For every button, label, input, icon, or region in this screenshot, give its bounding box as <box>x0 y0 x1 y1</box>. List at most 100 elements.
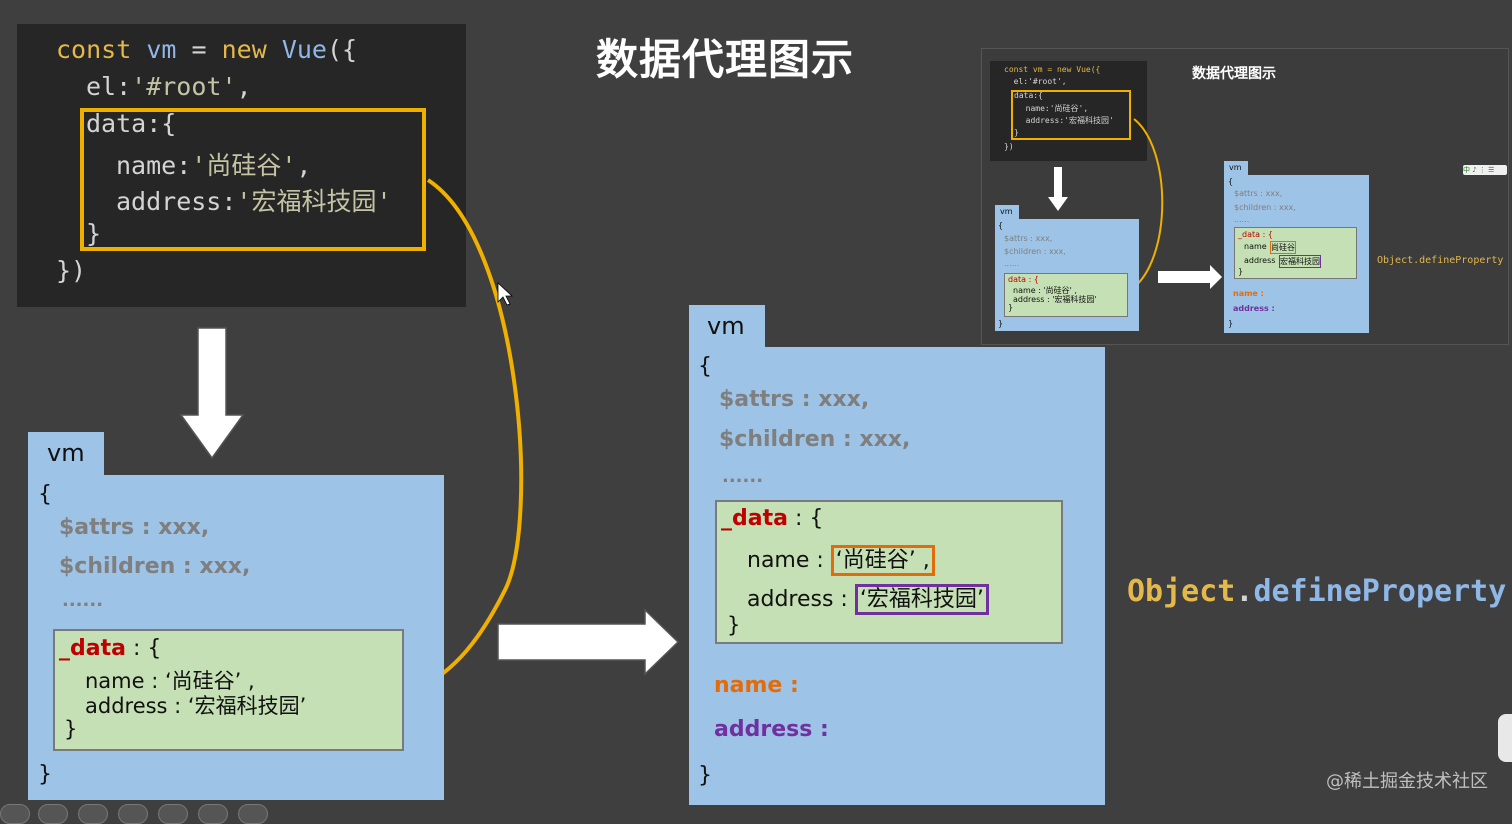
code-key: name: <box>116 151 192 180</box>
slide-dot[interactable] <box>0 804 30 824</box>
slide-dot[interactable] <box>118 804 148 824</box>
code-line-7: }) <box>56 256 87 285</box>
thumb-proxy-address: address : <box>1233 304 1275 313</box>
thumbnail-preview: const vm = new Vue({ el:'#root', data:{ … <box>981 48 1509 345</box>
watermark: @稀土掘金技术社区 <box>1326 771 1488 792</box>
vm-right-inner-close: } <box>727 613 741 637</box>
slide-dot[interactable] <box>78 804 108 824</box>
thumb-name-line: name : '尚硅谷' , <box>1013 286 1077 295</box>
cursor-icon <box>497 282 514 306</box>
code-operator: = <box>176 35 222 64</box>
vm-left-tab-label: vm <box>47 439 85 467</box>
proxy-address-label: address : <box>714 717 829 742</box>
thumb-vm-tab-label: vm <box>1000 207 1013 216</box>
address-key: address : <box>747 587 855 612</box>
data-key: _data <box>59 636 126 661</box>
data-highlight-box <box>80 108 426 251</box>
vm-left-data-box <box>53 629 404 751</box>
code-punct: , <box>236 72 252 101</box>
slide-dot[interactable] <box>158 804 188 824</box>
thumb-title: 数据代理图示 <box>1192 66 1276 82</box>
vm-left-children: $children : xxx, <box>59 554 251 579</box>
vm-right-attrs: $attrs : xxx, <box>719 387 870 412</box>
vm-right-tab-label: vm <box>707 312 745 340</box>
down-arrow-icon <box>179 327 245 460</box>
thumb-dots: ...... <box>1004 259 1020 268</box>
code-string: '尚硅谷' <box>191 151 297 180</box>
vm-right-data-box <box>715 500 1063 644</box>
thumb-address-val: 宏福科技园 <box>1279 255 1321 268</box>
thumb-inner-close: } <box>1238 267 1244 276</box>
vm-left-open-brace: { <box>38 482 52 507</box>
code-string: '#root' <box>131 72 237 101</box>
slide-dot[interactable] <box>38 804 68 824</box>
define-object: Object <box>1127 574 1236 609</box>
thumb-close: } <box>998 319 1004 328</box>
thumb-vm-right-tab: vm <box>1224 161 1248 175</box>
thumb-dots: ...... <box>1234 215 1250 224</box>
address-value-box: ‘宏福科技园’ <box>854 584 989 615</box>
code-key: el: <box>86 72 132 101</box>
code-keyword: new <box>221 35 267 64</box>
code-punct: , <box>296 151 312 180</box>
right-arrow-icon <box>497 608 680 676</box>
vm-left-address-line: address : ‘宏福科技园’ <box>85 694 307 718</box>
code-key: address: <box>116 187 237 216</box>
code-line-2: el:'#root', <box>86 72 252 101</box>
code-variable: vm <box>146 35 177 64</box>
code-line-4: name:'尚硅谷', <box>116 146 311 182</box>
thumb-address-key: address <box>1244 256 1276 265</box>
vm-left-name-line: name : ‘尚硅谷’ , <box>85 669 255 693</box>
code-line-3: data:{ <box>86 109 177 138</box>
thumb-code-line-2: el:'#root', <box>1004 77 1067 86</box>
thumb-address-line: address : '宏福科技园' <box>1013 295 1097 304</box>
data-punct: : { <box>125 636 162 661</box>
thumb-open: { <box>1228 177 1234 186</box>
vm-right-close-brace: } <box>698 763 712 788</box>
data-key: _data <box>721 506 788 531</box>
name-value-box: ‘尚硅谷’ , <box>830 545 935 576</box>
thumb-proxy-name: name : <box>1233 289 1264 298</box>
thumb-inner-close: } <box>1008 303 1014 312</box>
define-method: defineProperty <box>1253 574 1507 609</box>
vm-right-ellipsis: ...... <box>722 466 764 487</box>
thumb-code-panel <box>990 61 1147 161</box>
code-function: Vue <box>281 35 327 64</box>
vm-left-data-label: _data : { <box>59 636 161 661</box>
vm-right-tab: vm <box>689 305 765 349</box>
side-handle[interactable] <box>1498 714 1512 762</box>
proxy-name-label: name : <box>714 673 799 698</box>
data-punct: : { <box>787 506 824 531</box>
thumb-toolbar: 中 ♪ ⋮ ☰ <box>1463 165 1507 175</box>
define-property-label: Object.defineProperty <box>1127 574 1506 609</box>
thumb-attrs: $attrs : xxx, <box>1234 189 1283 198</box>
thumb-close: } <box>1228 319 1234 328</box>
thumb-data-box <box>1004 273 1128 317</box>
code-panel <box>17 24 466 307</box>
vm-left-attrs: $attrs : xxx, <box>59 515 210 540</box>
thumb-code-line-7: }) <box>1004 142 1014 151</box>
thumb-name-key: name : <box>1244 242 1272 251</box>
vm-right-address-line: address : ‘宏福科技园’ <box>747 581 989 615</box>
thumb-code-line-3: data:{ <box>1014 91 1043 100</box>
code-line-1: const vm = new Vue({ <box>56 35 357 64</box>
vm-right-data-label: _data : { <box>721 506 823 531</box>
vm-left-ellipsis: ...... <box>62 590 104 611</box>
slide-dot[interactable] <box>238 804 268 824</box>
thumb-code-line-6: } <box>1014 128 1019 137</box>
thumb-children: $children : xxx, <box>1234 203 1296 212</box>
vm-right-open-brace: { <box>698 354 712 379</box>
code-punct: ({ <box>326 35 358 64</box>
vm-right-name-line: name : ‘尚硅谷’ , <box>747 542 935 576</box>
thumb-open: { <box>998 221 1004 230</box>
vm-left-close-brace: } <box>38 762 52 787</box>
page-title: 数据代理图示 <box>596 35 855 84</box>
thumb-define-property: Object.defineProperty <box>1377 255 1504 266</box>
thumb-name-val: 尚硅谷 <box>1270 241 1296 254</box>
code-line-5: address:'宏福科技园' <box>116 182 392 218</box>
code-line-6: } <box>86 219 102 248</box>
thumb-data-label: _data : { <box>1238 230 1273 239</box>
thumb-code-line-5: address:'宏福科技园' <box>1016 116 1114 125</box>
define-dot: . <box>1235 574 1254 609</box>
slide-dot[interactable] <box>198 804 228 824</box>
